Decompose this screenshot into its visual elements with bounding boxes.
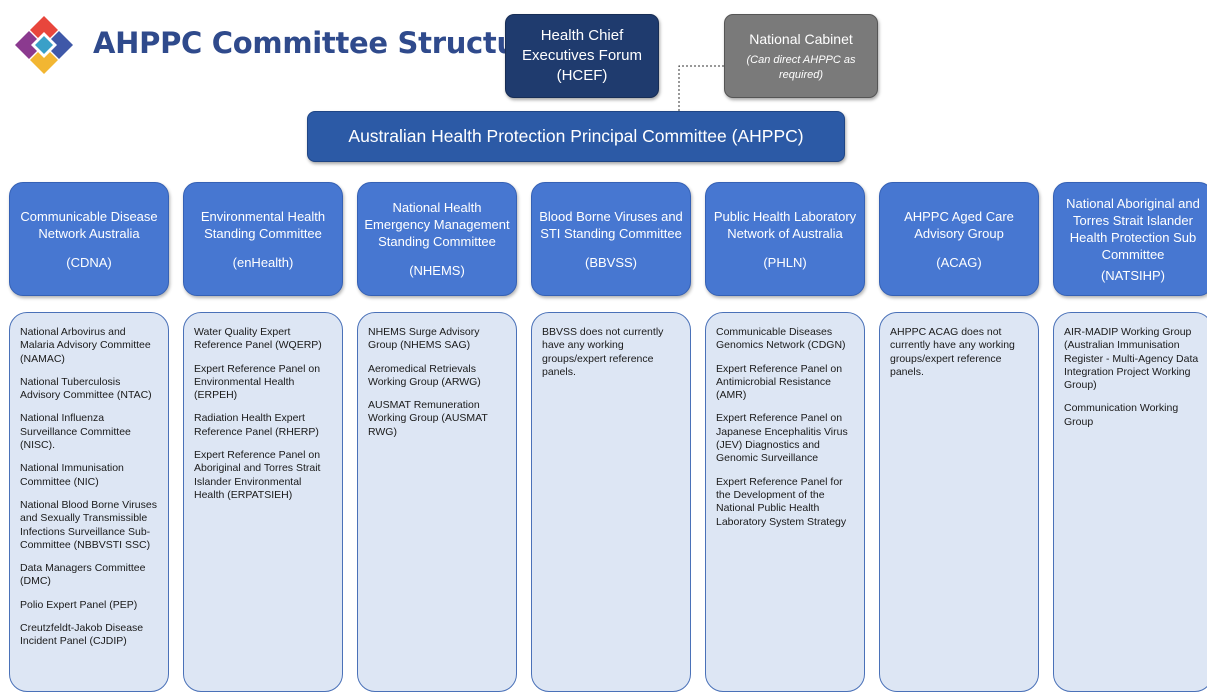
working-group-item: National Tuberculosis Advisory Committee…: [20, 375, 152, 402]
working-group-item: Expert Reference Panel on Environmental …: [194, 362, 321, 402]
working-group-item: Polio Expert Panel (PEP): [20, 598, 138, 611]
committee-abbreviation: (PHLN): [763, 254, 807, 270]
working-group-item: Radiation Health Expert Reference Panel …: [194, 412, 319, 438]
committee-name: AHPPC Aged Care Advisory Group: [904, 208, 1014, 241]
ahppc-diamond-logo: [15, 16, 73, 74]
national-cabinet-note: (Can direct AHPPC as required): [746, 54, 856, 81]
working-group-item: AIR-MADIP Working Group (Australian Immu…: [1064, 326, 1199, 392]
hcef-label: Health Chief Executives Forum (HCEF): [521, 27, 643, 84]
dashed-connector: [678, 65, 724, 111]
working-groups-panel: NHEMS Surge Advisory Group (NHEMS SAG) Ae…: [357, 312, 517, 692]
working-group-item: Expert Reference Panel on Japanese Encep…: [716, 412, 848, 465]
working-group-item: AUSMAT Remuneration Working Group (AUSMA…: [368, 399, 488, 438]
national-cabinet-box: National Cabinet (Can direct AHPPC as re…: [724, 14, 878, 98]
working-groups-panel: Water Quality Expert Reference Panel (WQ…: [183, 312, 343, 692]
committee-header: National Aboriginal and Torres Strait Is…: [1053, 182, 1207, 296]
committee-header: National Health Emergency Management Sta…: [357, 182, 517, 296]
working-group-item: AHPPC ACAG does not currently have any w…: [890, 326, 1015, 378]
committee-header: Public Health Laboratory Network of Aust…: [705, 182, 865, 296]
committee-name: Communicable Disease Network Australia: [20, 208, 158, 241]
committee-header: Blood Borne Viruses and STI Standing Com…: [531, 182, 691, 296]
working-group-item: Water Quality Expert Reference Panel (WQ…: [194, 326, 322, 352]
working-group-item: Aeromedical Retrievals Working Group (AR…: [368, 362, 481, 388]
hcef-box: Health Chief Executives Forum (HCEF): [505, 14, 659, 98]
working-group-item: Communicable Diseases Genomics Network (…: [716, 326, 846, 352]
national-cabinet-label: National Cabinet: [749, 31, 853, 47]
working-groups-panel: AHPPC ACAG does not currently have any w…: [879, 312, 1039, 692]
working-group-item: Data Managers Committee (DMC): [20, 562, 146, 588]
working-group-item: National Blood Borne Viruses and Sexuall…: [20, 498, 157, 551]
committee-name: Blood Borne Viruses and STI Standing Com…: [539, 208, 683, 241]
working-group-item: BBVSS does not currently have any workin…: [542, 326, 664, 378]
page-title: AHPPC Committee Structure: [93, 26, 551, 60]
committee-name: Environmental Health Standing Committee: [200, 208, 326, 241]
committee-abbreviation: (ACAG): [936, 254, 982, 270]
working-group-item: Expert Reference Panel on Antimicrobial …: [716, 362, 843, 402]
committee-name: National Aboriginal and Torres Strait Is…: [1066, 195, 1200, 262]
committee-header: Environmental Health Standing Committee (…: [183, 182, 343, 296]
working-groups-panel: National Arbovirus and Malaria Advisory …: [9, 312, 169, 692]
ahppc-box: Australian Health Protection Principal C…: [307, 111, 845, 162]
working-group-item: Creutzfeldt-Jakob Disease Incident Panel…: [20, 622, 144, 648]
committee-abbreviation: (CDNA): [66, 254, 112, 270]
committee-abbreviation: (enHealth): [232, 254, 294, 270]
working-groups-panel: AIR-MADIP Working Group (Australian Immu…: [1053, 312, 1207, 692]
committee-header: Communicable Disease Network Australia (C…: [9, 182, 169, 296]
committee-header: AHPPC Aged Care Advisory Group (ACAG): [879, 182, 1039, 296]
committee-name: Public Health Laboratory Network of Aust…: [713, 208, 857, 241]
ahppc-label: Australian Health Protection Principal C…: [348, 126, 804, 146]
working-groups-panel: BBVSS does not currently have any workin…: [531, 312, 691, 692]
working-group-item: Expert Reference Panel for the Developme…: [716, 475, 847, 528]
working-group-item: Expert Reference Panel on Aboriginal and…: [194, 449, 321, 501]
committee-abbreviation: (BBVSS): [584, 254, 637, 270]
working-group-item: National Immunisation Committee (NIC): [20, 462, 124, 488]
committee-name: National Health Emergency Management Sta…: [364, 200, 510, 249]
working-group-item: Communication Working Group: [1064, 402, 1179, 428]
working-groups-panel: Communicable Diseases Genomics Network (…: [705, 312, 865, 692]
committee-abbreviation: (NATSIHP): [1100, 267, 1166, 283]
working-group-item: National Arbovirus and Malaria Advisory …: [20, 326, 151, 365]
working-group-item: NHEMS Surge Advisory Group (NHEMS SAG): [368, 326, 480, 352]
working-group-item: National Influenza Surveillance Committe…: [20, 412, 131, 452]
committee-abbreviation: (NHEMS): [409, 263, 465, 278]
